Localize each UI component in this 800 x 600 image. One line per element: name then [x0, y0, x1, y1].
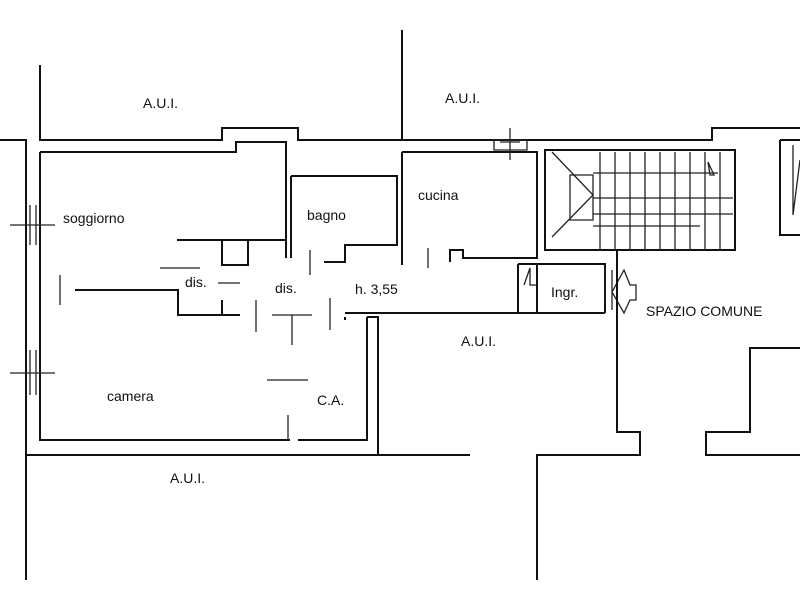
label-aui-middle: A.U.I.: [461, 333, 496, 349]
label-spazio-comune: SPAZIO COMUNE: [646, 303, 762, 319]
room-labels: A.U.I. A.U.I. soggiorno bagno cucina dis…: [63, 90, 762, 486]
label-dis-left: dis.: [185, 274, 207, 290]
label-cucina: cucina: [418, 187, 459, 203]
label-aui-top-right: A.U.I.: [445, 90, 480, 106]
label-dis-center: dis.: [275, 280, 297, 296]
label-soggiorno: soggiorno: [63, 210, 125, 226]
walls: [0, 30, 800, 580]
label-cabina-armadio: C.A.: [317, 392, 344, 408]
label-height: h. 3,55: [355, 281, 398, 297]
label-ingresso: Ingr.: [551, 284, 578, 300]
staircase: [544, 139, 800, 251]
label-aui-bottom: A.U.I.: [170, 470, 205, 486]
label-camera: camera: [107, 388, 154, 404]
label-bagno: bagno: [307, 207, 346, 223]
label-aui-top-left: A.U.I.: [143, 95, 178, 111]
